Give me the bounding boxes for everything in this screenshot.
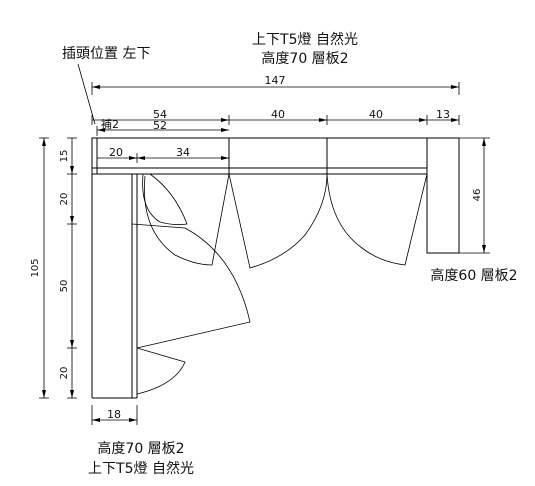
dim-patch-2: 補2 — [101, 118, 119, 131]
dim-34: 34 — [176, 146, 190, 159]
right-dimensions: 46 — [459, 137, 490, 254]
bottom-lighting-label: 上下T5燈 自然光 — [88, 460, 194, 477]
dim-40-b: 40 — [369, 108, 383, 121]
door-swing-6 — [136, 347, 186, 395]
door-swings — [131, 173, 428, 395]
dim-46: 46 — [472, 189, 483, 202]
dim-left-20-bottom: 20 — [59, 367, 70, 380]
dim-left-50: 50 — [59, 280, 70, 293]
door-swing-4 — [326, 173, 428, 266]
bottom-shelf-label: 高度70 層板2 — [97, 440, 184, 457]
right-cabinet — [426, 137, 460, 254]
dim-40-a: 40 — [271, 108, 285, 121]
door-swing-3 — [228, 173, 328, 269]
right-shelf-label: 高度60 層板2 — [430, 267, 517, 284]
plug-position-label: 插頭位置 左下 — [62, 46, 150, 62]
top-counter — [91, 137, 428, 175]
dim-147: 147 — [265, 74, 286, 87]
top-dimensions: 147 54 40 40 13 補2 52 20 34 — [91, 74, 460, 163]
dim-left-15: 15 — [59, 150, 70, 163]
dim-105: 105 — [30, 258, 41, 277]
bottom-dimensions: 18 — [91, 405, 138, 425]
dim-13: 13 — [436, 108, 450, 121]
top-lighting-label: 上下T5燈 自然光 — [252, 31, 358, 48]
plug-leader-line — [77, 63, 96, 125]
left-dimensions: 105 15 20 50 20 — [30, 137, 77, 399]
dim-54: 54 — [153, 108, 167, 121]
cabinet-outline — [91, 137, 460, 399]
dim-20: 20 — [109, 146, 123, 159]
dim-18: 18 — [107, 408, 121, 421]
door-swing-5 — [131, 223, 251, 349]
dim-left-20-top: 20 — [59, 193, 70, 206]
dim-52: 52 — [153, 119, 167, 132]
door-swing-2 — [144, 173, 230, 266]
door-swing-1 — [142, 173, 188, 226]
top-shelf-label: 高度70 層板2 — [261, 50, 348, 67]
